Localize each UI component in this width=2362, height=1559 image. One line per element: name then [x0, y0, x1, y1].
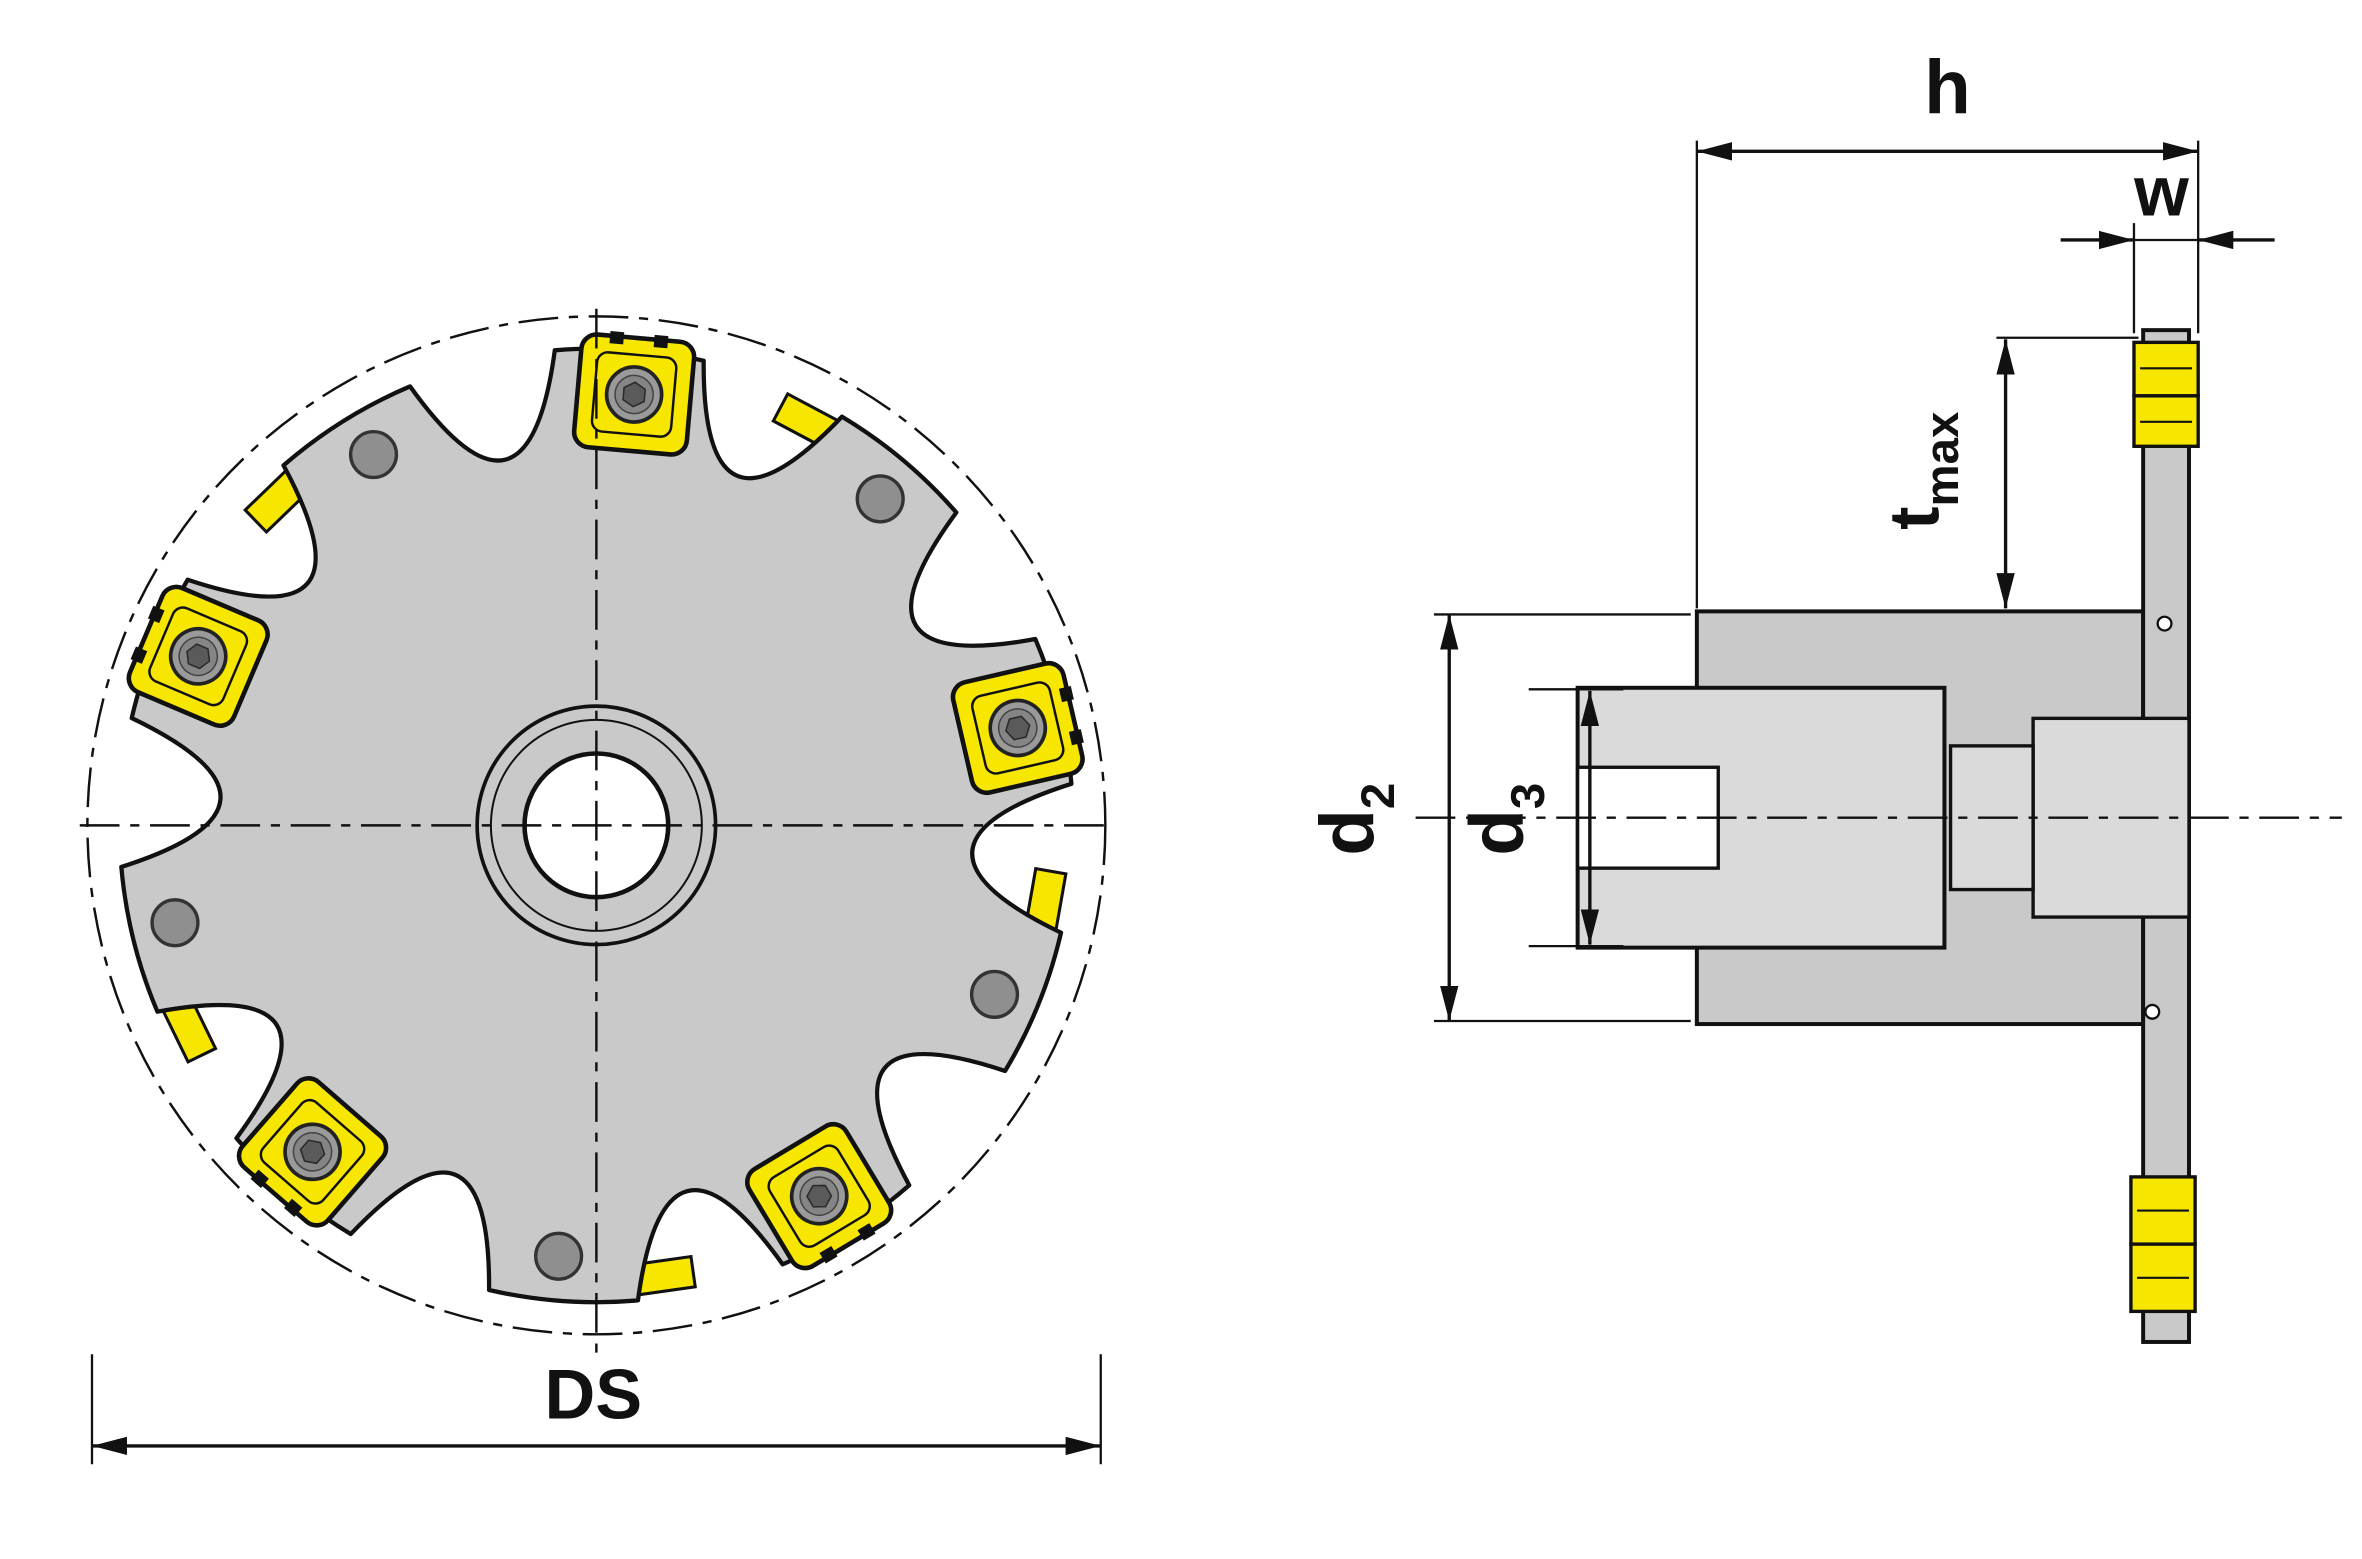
indexable-insert — [126, 584, 270, 728]
chipbreaker-notch — [283, 1198, 303, 1218]
cutter-front — [119, 331, 1085, 1305]
chipbreaker-notch — [1068, 729, 1084, 746]
chipbreaker-notch — [1058, 685, 1074, 703]
indexable-insert — [745, 1121, 894, 1271]
hex-socket — [622, 381, 647, 408]
top-insert-side — [2132, 340, 2200, 448]
back-screw — [534, 1231, 584, 1281]
indexable-insert — [571, 331, 697, 457]
hex-socket — [186, 643, 211, 670]
bottom-insert-side — [2129, 1175, 2197, 1314]
chipbreaker-notch — [130, 646, 148, 664]
front-view: DS — [79, 308, 1113, 1465]
pin-hole-bottom — [2144, 1003, 2161, 1020]
back-screw — [855, 474, 905, 524]
back-screw — [348, 429, 399, 480]
label-h: h — [1924, 45, 1971, 130]
back-screw — [969, 969, 1020, 1020]
hex-socket — [806, 1184, 833, 1208]
dimension-d3: d3 — [1455, 688, 1624, 948]
chipbreaker-notch — [653, 334, 669, 349]
dimension-d2: d2 — [1305, 613, 1691, 1023]
hex-socket — [299, 1139, 326, 1165]
chipbreaker-notch — [250, 1169, 269, 1188]
side-view: h w tmax d2 d3 — [1305, 45, 2342, 1344]
hex-socket — [1004, 715, 1031, 741]
label-d3: d3 — [1455, 783, 1555, 856]
chipbreaker-notch — [609, 331, 625, 345]
indexable-insert — [236, 1076, 389, 1228]
chipbreaker-notch — [819, 1245, 838, 1264]
dimension-ds: DS — [90, 1354, 1102, 1465]
chipbreaker-notch — [857, 1223, 876, 1241]
label-w: w — [2133, 152, 2189, 231]
pin-hole-top — [2156, 615, 2173, 632]
dimension-w: w — [2060, 152, 2275, 334]
dimension-t-max: tmax — [1874, 336, 2139, 609]
back-screw — [150, 898, 200, 948]
indexable-insert — [950, 660, 1085, 796]
label-ds: DS — [544, 1354, 642, 1433]
label-d2: d2 — [1305, 783, 1405, 856]
chipbreaker-notch — [147, 605, 165, 624]
label-t-max: tmax — [1874, 412, 1969, 530]
